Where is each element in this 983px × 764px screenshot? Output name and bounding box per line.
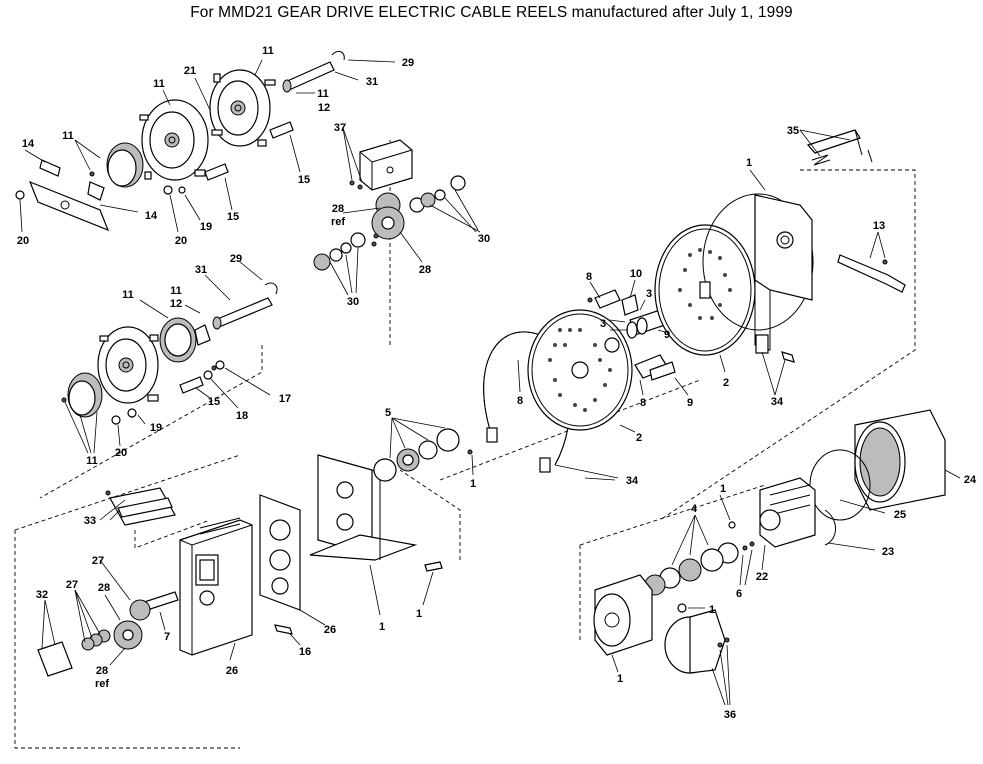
callout-14: 14 [22,138,35,150]
callout-16: 16 [299,646,311,658]
callout-9: 9 [687,397,693,409]
callout-8: 8 [586,271,592,283]
callout-1: 1 [416,608,422,620]
callout-28-ref-suffix: ref [331,216,345,228]
lower-motor-housing-group [61,261,278,454]
callout-33: 33 [84,515,96,527]
diagram-title: For MMD21 GEAR DRIVE ELECTRIC CABLE REEL… [190,4,793,21]
callout-26: 26 [226,665,238,677]
callout-8: 8 [640,397,646,409]
callout-11: 11 [317,88,329,100]
callout-1: 1 [720,483,726,495]
callout-34: 34 [626,475,639,487]
callout-8: 8 [517,395,523,407]
callout-1: 1 [470,478,476,490]
callout-28: 28 [419,264,431,276]
callout-17: 17 [279,393,291,405]
callout-3: 3 [646,288,652,300]
callout-11: 11 [170,285,182,297]
callout-30: 30 [478,233,490,245]
callout-12: 12 [318,102,330,114]
callout-19: 19 [150,422,162,434]
callout-20: 20 [17,235,29,247]
callout-14: 14 [145,210,158,222]
callout-30: 30 [347,296,359,308]
callout-27: 27 [92,555,104,567]
callout-26: 26 [324,624,336,636]
callout-36: 36 [724,709,736,721]
center-gear-bracket-group [313,127,481,296]
callout-29: 29 [230,253,242,265]
callout-11: 11 [86,455,98,467]
callout-15: 15 [227,211,239,223]
callout-5: 5 [385,407,391,419]
callout-1: 1 [746,157,752,169]
callout-32: 32 [36,589,48,601]
callout-19: 19 [200,221,212,233]
callout-21: 21 [184,65,196,77]
callout-15: 15 [208,396,220,408]
callout-9: 9 [664,329,670,341]
upper-motor-housing-group [15,50,396,233]
callout-7: 7 [164,631,170,643]
callout-6: 6 [736,588,742,600]
callout-3: 3 [600,318,606,330]
callout-11: 11 [62,130,74,142]
callout-31: 31 [195,264,207,276]
callout-1: 1 [617,673,623,685]
reel-drum-group [483,279,689,481]
callout-31: 31 [366,76,378,88]
gearbox-group [37,454,443,677]
callout-11: 11 [153,78,165,90]
callout-13: 13 [873,220,885,232]
callout-27: 27 [66,579,78,591]
callout-25: 25 [894,509,906,521]
callout-29: 29 [402,57,414,69]
callout-23: 23 [882,546,894,558]
callout-28-ref: 28 [332,203,344,215]
callout-20: 20 [175,235,187,247]
callout-34: 34 [771,396,784,408]
callout-22: 22 [756,571,768,583]
callout-1: 1 [709,604,715,616]
callout-2: 2 [636,432,642,444]
callout-28: 28 [98,582,110,594]
callout-28-ref: 28 [96,665,108,677]
callout-4: 4 [691,503,698,515]
callout-labels: 29 31 11 11 12 21 11 11 14 14 20 20 19 1… [17,45,977,721]
callout-1: 1 [379,621,385,633]
callout-12: 12 [170,298,182,310]
callout-10: 10 [630,268,642,280]
slip-ring-cover-group [593,409,961,706]
callout-11: 11 [122,289,134,301]
callout-2: 2 [723,377,729,389]
callout-24: 24 [964,474,977,486]
callout-18: 18 [236,410,248,422]
callout-35: 35 [787,125,799,137]
callout-28-ref-suffix: ref [95,678,109,690]
callout-11: 11 [262,45,274,57]
reel-flange-frame-group [654,129,906,396]
callout-20: 20 [115,447,127,459]
bearing-stack [373,417,474,482]
callout-37: 37 [334,122,346,134]
callout-15: 15 [298,174,310,186]
